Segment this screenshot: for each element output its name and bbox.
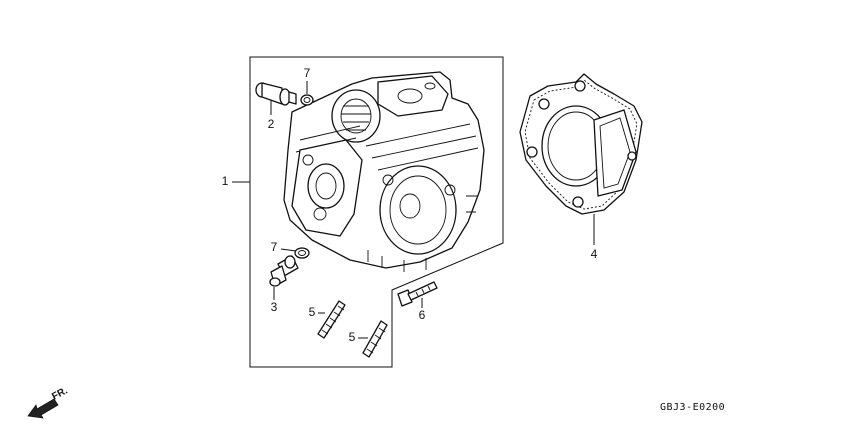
leader-lines [232,81,595,339]
callout-5-lower: 5 [349,330,356,344]
callout-1: 1 [222,174,229,188]
part-2-fitting [255,82,297,106]
part-5-stud-lower [362,320,388,358]
callout-4: 4 [591,247,598,261]
front-direction-label: FR. [50,385,70,402]
part-4-gasket [519,73,643,215]
callout-7-lower: 7 [271,240,278,254]
assembly-bracket [249,56,504,368]
part-7-washer-upper [300,94,314,106]
part-3-fitting [269,255,299,287]
front-arrow-icon [27,398,59,419]
callout-7-upper: 7 [304,66,311,80]
callout-6: 6 [419,308,426,322]
part-7-washer-lower [294,247,310,259]
part-6-bolt [397,281,438,307]
callout-5-upper: 5 [309,305,316,319]
cylinder-head [283,71,485,272]
diagram-code: GBJ3-E0200 [660,402,725,413]
callout-2: 2 [268,117,275,131]
part-5-stud-upper [317,300,346,339]
callout-3: 3 [271,300,278,314]
